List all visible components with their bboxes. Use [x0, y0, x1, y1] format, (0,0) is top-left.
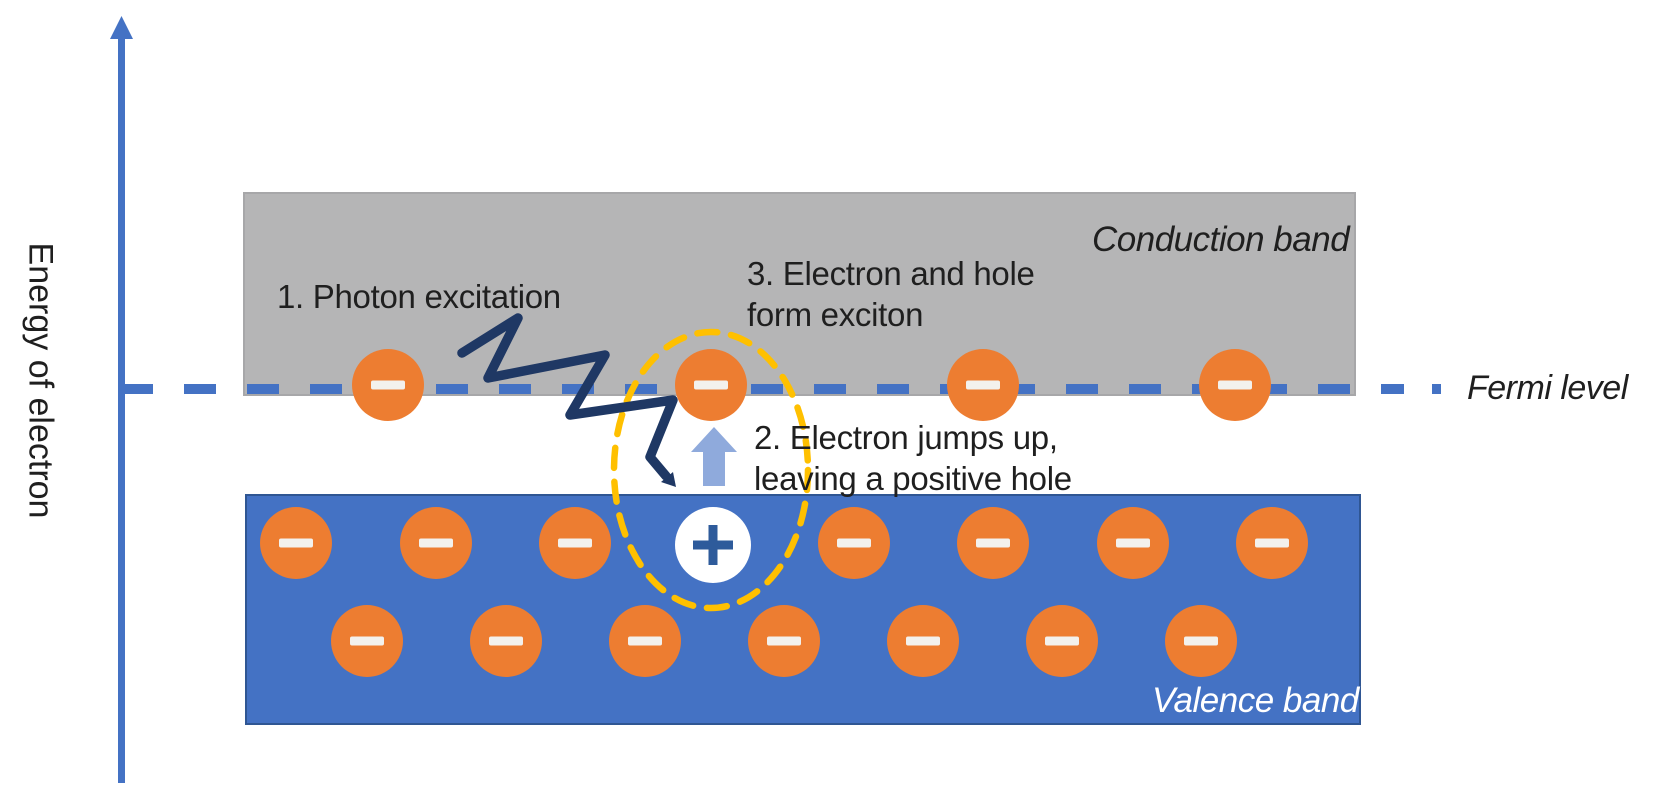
electron: [331, 605, 403, 677]
minus-icon: [694, 380, 728, 390]
minus-icon: [1255, 538, 1289, 548]
minus-icon: [1045, 636, 1079, 646]
electron: [748, 605, 820, 677]
electron: [260, 507, 332, 579]
electron: [352, 349, 424, 421]
electron: [1199, 349, 1271, 421]
energy-axis-arrowhead-icon: [110, 16, 133, 39]
electron: [1026, 605, 1098, 677]
minus-icon: [837, 538, 871, 548]
electron: [470, 605, 542, 677]
annotation-electron-jump: 2. Electron jumps up, leaving a positive …: [754, 417, 1072, 499]
minus-icon: [1116, 538, 1150, 548]
minus-icon: [350, 636, 384, 646]
minus-icon: [1218, 380, 1252, 390]
annotation-exciton-formation: 3. Electron and hole form exciton: [747, 253, 1035, 335]
annotation-jump-line1: 2. Electron jumps up,: [754, 419, 1058, 456]
minus-icon: [1184, 636, 1218, 646]
electron: [947, 349, 1019, 421]
electron: [609, 605, 681, 677]
fermi-level-label: Fermi level: [1467, 369, 1628, 407]
minus-icon: [371, 380, 405, 390]
minus-icon: [489, 636, 523, 646]
photon-arrowhead-icon: [661, 472, 676, 487]
minus-icon: [628, 636, 662, 646]
electron: [818, 507, 890, 579]
electron: [1165, 605, 1237, 677]
minus-icon: [279, 538, 313, 548]
minus-icon: [558, 538, 592, 548]
minus-icon: [966, 380, 1000, 390]
minus-icon: [976, 538, 1010, 548]
minus-icon: [767, 636, 801, 646]
minus-icon: [906, 636, 940, 646]
annotation-jump-line2: leaving a positive hole: [754, 460, 1072, 497]
annotation-exciton-line2: form exciton: [747, 296, 924, 333]
energy-axis-label: Energy of electron: [21, 242, 60, 519]
electron: [539, 507, 611, 579]
electron: [887, 605, 959, 677]
annotation-exciton-line1: 3. Electron and hole: [747, 255, 1035, 292]
electron: [1097, 507, 1169, 579]
fermi-level-line-end-dot: [1432, 384, 1441, 394]
hole: [675, 507, 751, 583]
conduction-band-label: Conduction band: [1092, 220, 1350, 259]
valence-band-label: Valence band: [1152, 681, 1359, 720]
annotation-photon-excitation: 1. Photon excitation: [277, 278, 561, 315]
electron: [400, 507, 472, 579]
electron: [675, 349, 747, 421]
minus-icon: [419, 538, 453, 548]
electron: [1236, 507, 1308, 579]
electron-jump-up-arrow-icon: [691, 427, 737, 486]
electron: [957, 507, 1029, 579]
plus-icon: [708, 525, 718, 565]
